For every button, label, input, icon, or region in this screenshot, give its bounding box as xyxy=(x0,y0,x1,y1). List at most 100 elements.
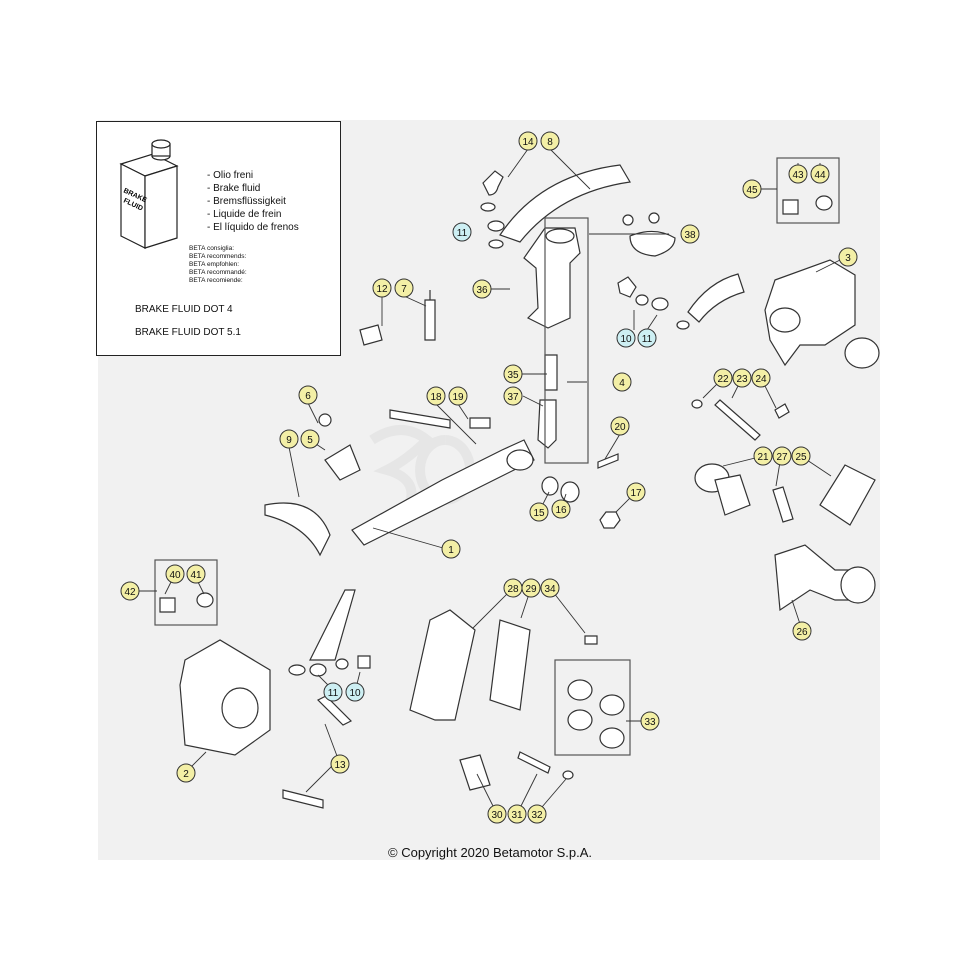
spec-dot51: BRAKE FLUID DOT 5.1 xyxy=(135,327,241,338)
callout-30[interactable]: 30 xyxy=(487,804,507,824)
callout-27[interactable]: 27 xyxy=(772,446,792,466)
svg-text:37: 37 xyxy=(507,392,519,403)
callout-14[interactable]: 14 xyxy=(518,131,538,151)
svg-text:11: 11 xyxy=(328,688,339,699)
reservoir-cover xyxy=(629,230,676,257)
callout-6[interactable]: 6 xyxy=(298,385,318,405)
callout-7[interactable]: 7 xyxy=(394,278,414,298)
fluid-name-de: - Bremsflüssigkeit xyxy=(207,196,286,207)
svg-text:36: 36 xyxy=(476,285,488,296)
svg-text:4: 4 xyxy=(619,378,625,389)
callout-23[interactable]: 23 xyxy=(732,368,752,388)
callout-43[interactable]: 43 xyxy=(788,164,808,184)
fluid-name-it: - Olio freni xyxy=(207,170,254,181)
callout-38[interactable]: 38 xyxy=(680,224,700,244)
svg-text:16: 16 xyxy=(555,505,567,516)
brake-cable xyxy=(264,502,331,557)
callout-12[interactable]: 12 xyxy=(372,278,392,298)
callout-21[interactable]: 21 xyxy=(753,446,773,466)
svg-text:22: 22 xyxy=(717,374,729,385)
svg-text:19: 19 xyxy=(452,392,464,403)
callout-44[interactable]: 44 xyxy=(810,164,830,184)
front-brake-pad-bracket xyxy=(409,609,476,721)
svg-text:17: 17 xyxy=(630,488,642,499)
front-pistons xyxy=(554,659,631,756)
brake-fluid-can-icon: BRAKE FLUID xyxy=(119,139,179,249)
callout-11-front[interactable]: 11 xyxy=(323,682,343,702)
svg-text:1: 1 xyxy=(448,545,454,556)
callout-35[interactable]: 35 xyxy=(503,364,523,384)
callout-4[interactable]: 4 xyxy=(612,372,632,392)
callout-25[interactable]: 25 xyxy=(791,446,811,466)
svg-text:11: 11 xyxy=(457,228,468,239)
svg-text:35: 35 xyxy=(507,370,519,381)
svg-text:43: 43 xyxy=(792,170,804,181)
fluid-name-en: - Brake fluid xyxy=(207,183,261,194)
svg-text:10: 10 xyxy=(620,334,632,345)
callout-16[interactable]: 16 xyxy=(551,499,571,519)
recommend-de: BETA empfohlen: xyxy=(189,261,240,268)
recommend-fr: BETA recommandé: xyxy=(189,269,247,276)
callout-34[interactable]: 34 xyxy=(540,578,560,598)
callout-29[interactable]: 29 xyxy=(521,578,541,598)
svg-text:41: 41 xyxy=(190,570,202,581)
svg-text:2: 2 xyxy=(183,769,189,780)
svg-text:25: 25 xyxy=(795,452,807,463)
copyright-notice: © Copyright 2020 Betamotor S.p.A. xyxy=(388,845,592,860)
svg-text:9: 9 xyxy=(286,435,292,446)
svg-text:18: 18 xyxy=(430,392,442,403)
svg-text:3: 3 xyxy=(845,253,851,264)
callout-10-rear[interactable]: 10 xyxy=(616,328,636,348)
callout-41[interactable]: 41 xyxy=(186,564,206,584)
callout-22[interactable]: 22 xyxy=(713,368,733,388)
svg-text:42: 42 xyxy=(124,587,136,598)
callout-13[interactable]: 13 xyxy=(330,754,350,774)
callout-10-front[interactable]: 10 xyxy=(345,682,365,702)
callout-42[interactable]: 42 xyxy=(120,581,140,601)
callout-17[interactable]: 17 xyxy=(626,482,646,502)
callout-31[interactable]: 31 xyxy=(507,804,527,824)
callout-28[interactable]: 28 xyxy=(503,578,523,598)
callout-40[interactable]: 40 xyxy=(165,564,185,584)
brake-pedal xyxy=(351,439,535,546)
callout-20[interactable]: 20 xyxy=(610,416,630,436)
callout-11-rear[interactable]: 11 xyxy=(637,328,657,348)
callout-3[interactable]: 3 xyxy=(838,247,858,267)
callout-15[interactable]: 15 xyxy=(529,502,549,522)
recommend-es: BETA recomiende: xyxy=(189,277,243,284)
callout-9[interactable]: 9 xyxy=(279,429,299,449)
callout-32[interactable]: 32 xyxy=(527,804,547,824)
callout-33[interactable]: 33 xyxy=(640,711,660,731)
svg-text:44: 44 xyxy=(814,170,826,181)
callout-37[interactable]: 37 xyxy=(503,386,523,406)
return-spring xyxy=(424,299,436,341)
svg-text:24: 24 xyxy=(755,374,767,385)
callout-18[interactable]: 18 xyxy=(426,386,446,406)
svg-text:14: 14 xyxy=(522,137,534,148)
callout-5[interactable]: 5 xyxy=(300,429,320,449)
callout-36[interactable]: 36 xyxy=(472,279,492,299)
svg-text:31: 31 xyxy=(511,810,523,821)
callout-19[interactable]: 19 xyxy=(448,386,468,406)
callout-11-top[interactable]: 11 xyxy=(452,222,472,242)
svg-text:15: 15 xyxy=(533,508,545,519)
callout-8[interactable]: 8 xyxy=(540,131,560,151)
svg-text:45: 45 xyxy=(746,185,758,196)
banjo-fitting-top xyxy=(482,170,504,196)
callout-1[interactable]: 1 xyxy=(441,539,461,559)
callout-26[interactable]: 26 xyxy=(792,621,812,641)
callout-45[interactable]: 45 xyxy=(742,179,762,199)
svg-text:33: 33 xyxy=(644,717,656,728)
svg-text:28: 28 xyxy=(507,584,519,595)
svg-text:40: 40 xyxy=(169,570,181,581)
rear-brake-pad xyxy=(819,464,876,526)
callout-2[interactable]: 2 xyxy=(176,763,196,783)
svg-text:6: 6 xyxy=(305,391,311,402)
svg-text:12: 12 xyxy=(376,284,388,295)
rear-master-cylinder xyxy=(523,227,581,329)
callout-layer: 14 8 11 38 36 10 11 12 7 35 4 37 18 19 6… xyxy=(120,131,858,824)
svg-text:30: 30 xyxy=(491,810,503,821)
svg-text:5: 5 xyxy=(307,435,313,446)
svg-text:38: 38 xyxy=(684,230,696,241)
callout-24[interactable]: 24 xyxy=(751,368,771,388)
